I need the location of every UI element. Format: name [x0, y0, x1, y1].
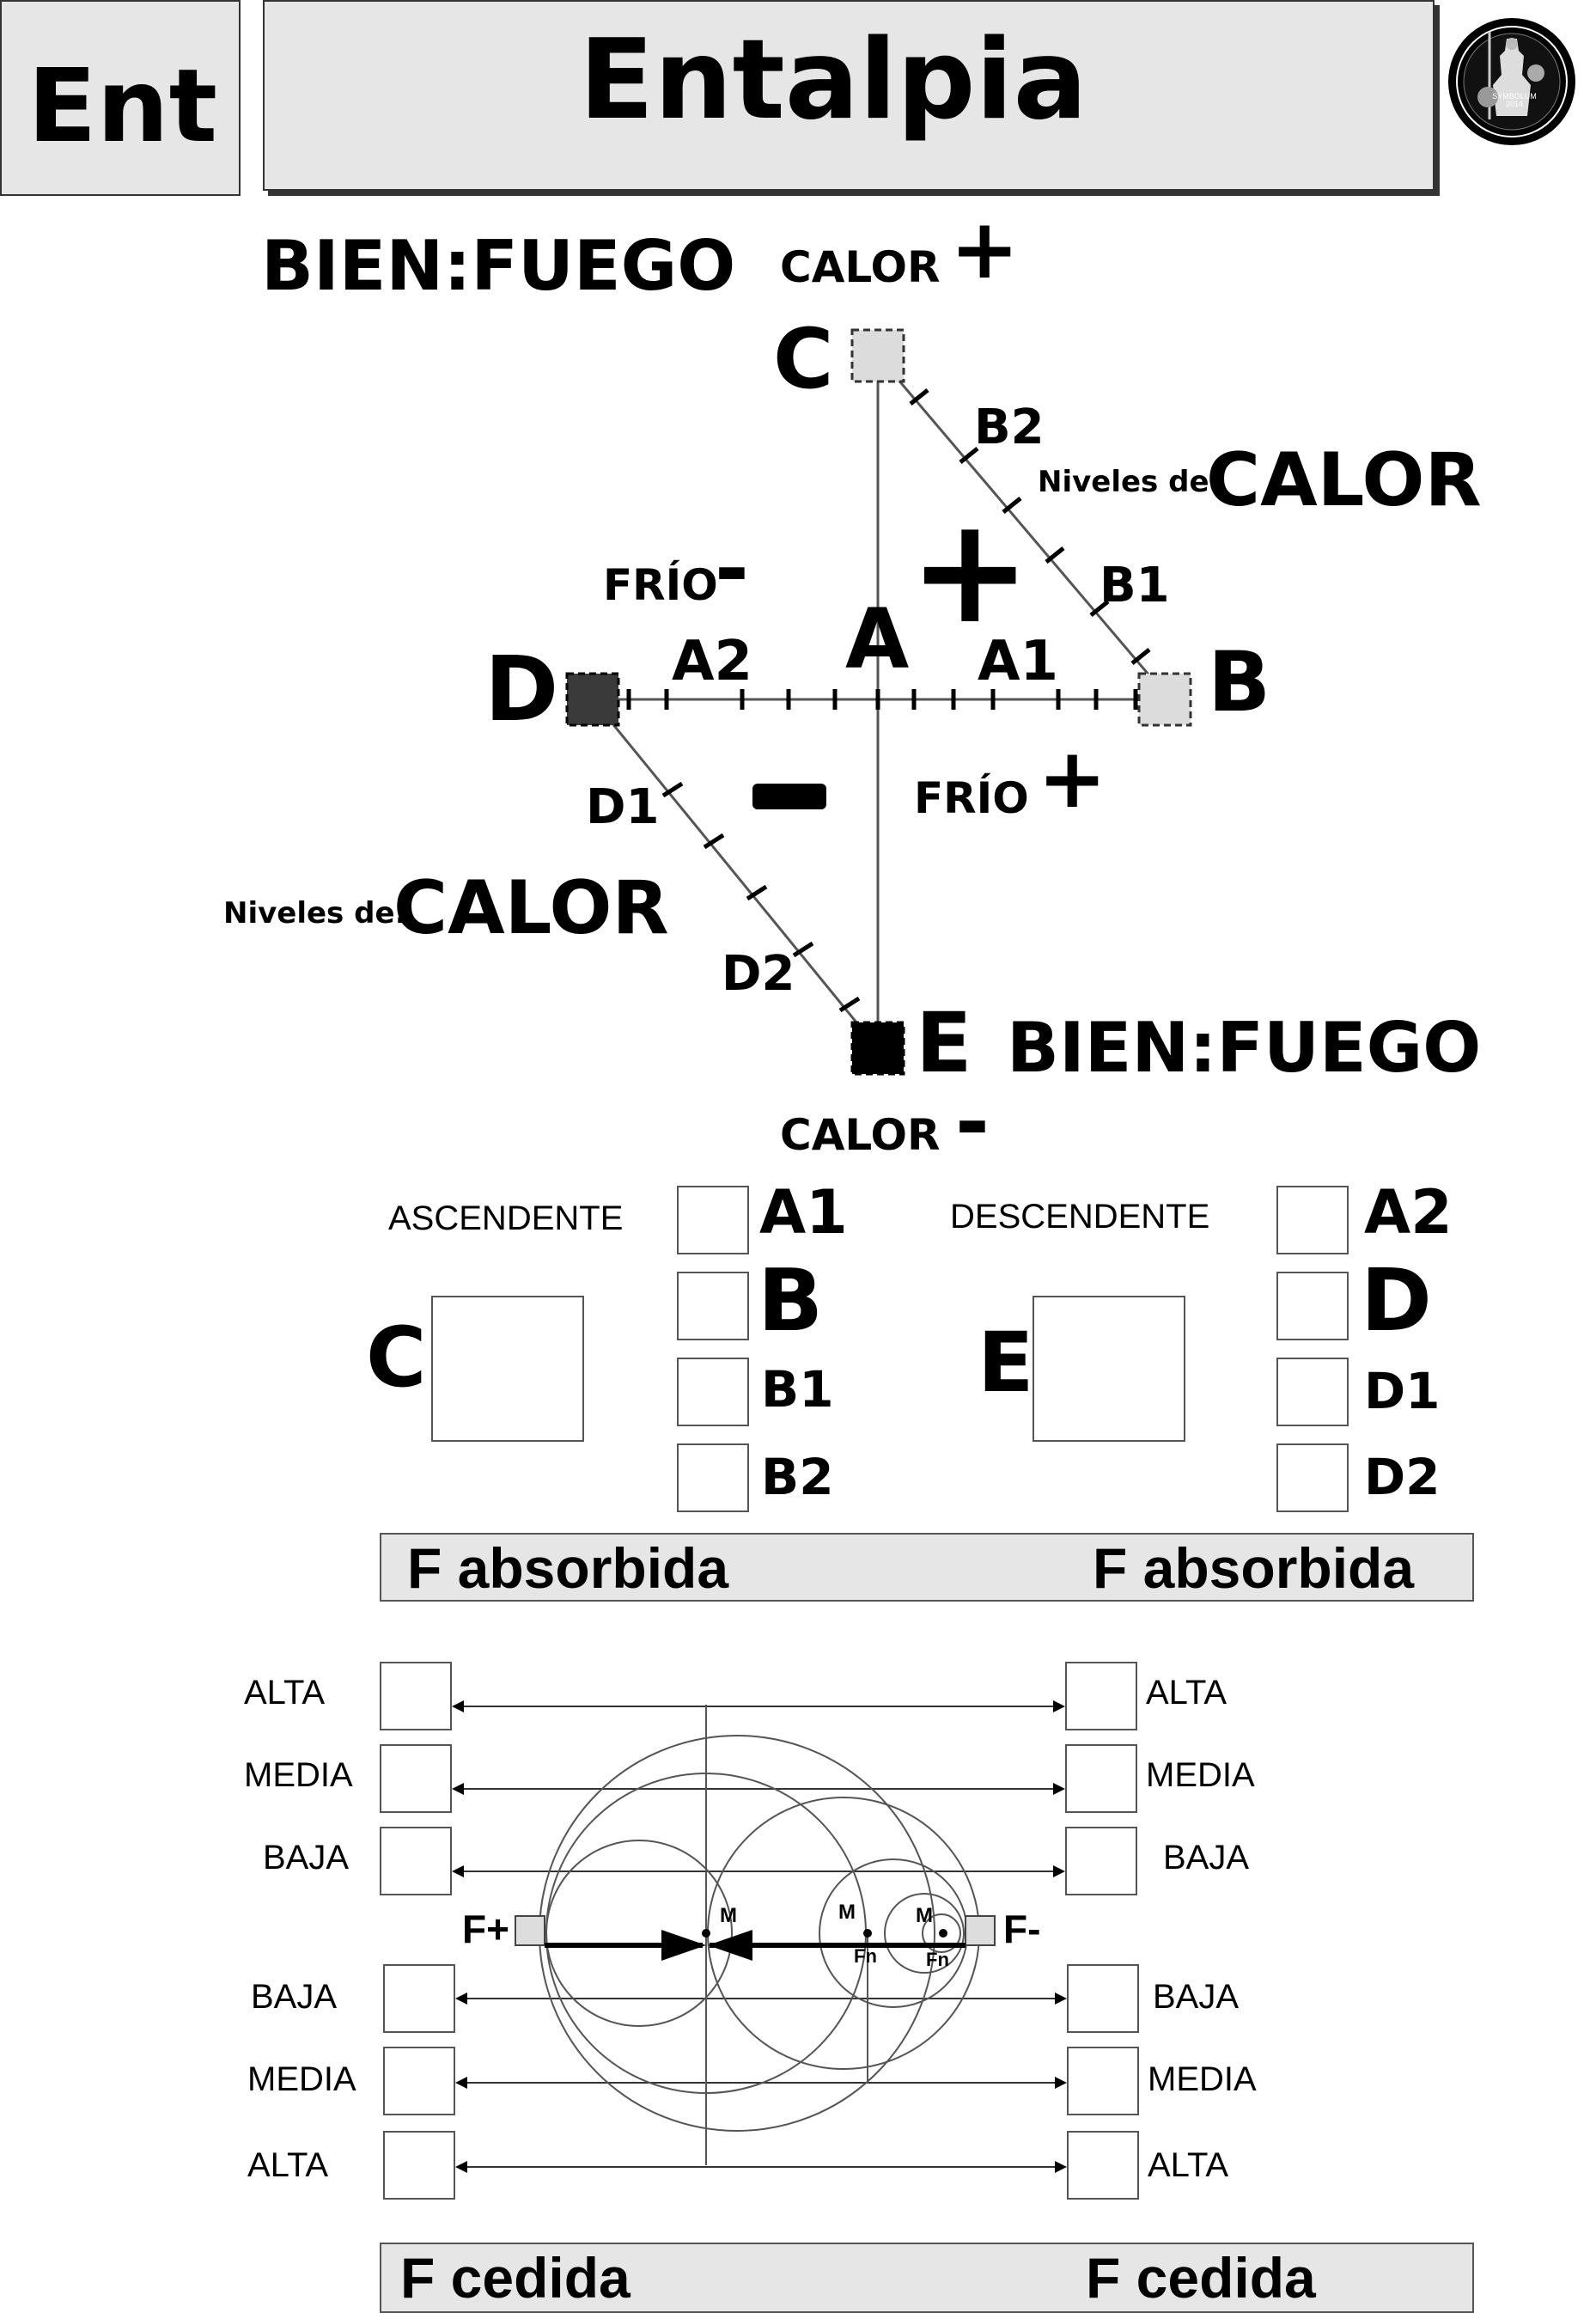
title-box: Entalpia [263, 0, 1435, 191]
bien-fuego-bottom: BIEN:FUEGO [1007, 1008, 1482, 1088]
option-checkbox-a1[interactable] [677, 1186, 749, 1254]
niveles-left-prefix: Niveles de: [223, 896, 407, 931]
level-lower-right-baja-box[interactable] [1067, 1964, 1139, 2033]
level-upper-left-baja: BAJA [263, 1839, 350, 1877]
level-upper-right-media: MEDIA [1146, 1756, 1255, 1794]
level-lower-left-alta-box[interactable] [383, 2131, 455, 2200]
bien-fuego-top: BIEN:FUEGO [261, 226, 736, 306]
level-lower-right-alta-box[interactable] [1067, 2131, 1139, 2200]
level-upper-left-media-box[interactable] [380, 1744, 452, 1813]
level-upper-right-baja: BAJA [1163, 1839, 1250, 1877]
level-lower-left-media-box[interactable] [383, 2047, 455, 2115]
center-plus-sign: + [909, 486, 1032, 656]
fn-label-2: Fn [926, 1949, 949, 1970]
vertex-label-d: D [484, 637, 559, 742]
level-lower-left-alta: ALTA [247, 2146, 329, 2184]
level-upper-left-alta-box[interactable] [380, 1662, 452, 1730]
m-label-1: M [720, 1904, 737, 1927]
level-lower-right-alta: ALTA [1148, 2146, 1229, 2184]
option-label-a1: A1 [759, 1177, 848, 1248]
right-big-label: E [978, 1315, 1034, 1411]
option-checkbox-b1[interactable] [677, 1358, 749, 1426]
level-upper-right-alta: ALTA [1146, 1674, 1227, 1712]
page-code: Ent [27, 46, 218, 165]
vertex-label-e: E [916, 995, 972, 1091]
segment-label-b2: B2 [974, 400, 1045, 455]
f-plus-label: F+ [462, 1907, 509, 1951]
m-label-2: M [838, 1901, 856, 1924]
option-label-b2: B2 [761, 1448, 834, 1506]
frio-minus-label: FRÍO [603, 560, 718, 610]
calor-top-sign: + [950, 201, 1020, 297]
level-upper-right-alta-box[interactable] [1065, 1662, 1137, 1730]
option-label-d2: D2 [1364, 1448, 1441, 1506]
seal-text: SYMBOLUM 2014 [1492, 92, 1537, 108]
level-upper-right-baja-box[interactable] [1065, 1827, 1137, 1895]
calor-bottom-label: CALOR [780, 1110, 941, 1160]
absorbida-bar: F absorbida F absorbida [380, 1533, 1474, 1602]
vertex-box-c [850, 328, 905, 383]
level-lower-left-media: MEDIA [247, 2060, 356, 2098]
frio-minus-sign: - [715, 521, 749, 617]
segment-label-d1: D1 [586, 779, 660, 835]
vertex-box-e [850, 1021, 905, 1076]
level-upper-left-media: MEDIA [244, 1756, 353, 1794]
ascendente-label: ASCENDENTE [388, 1199, 624, 1237]
level-lower-left-baja-box[interactable] [383, 1964, 455, 2033]
frio-plus-label: FRÍO [914, 773, 1029, 823]
option-checkbox-b[interactable] [677, 1272, 749, 1340]
option-label-b: B [758, 1250, 824, 1351]
center-minus-bar [752, 784, 826, 809]
option-label-b1: B1 [761, 1360, 834, 1419]
circles [539, 1735, 980, 2132]
right-big-checkbox[interactable] [1033, 1296, 1185, 1442]
level-upper-left-baja-box[interactable] [380, 1827, 452, 1895]
level-lower-left-baja: BAJA [251, 1978, 338, 2016]
option-checkbox-b2[interactable] [677, 1443, 749, 1512]
segment-label-b1: B1 [1100, 558, 1170, 613]
calor-bottom-sign: - [955, 1074, 990, 1170]
option-checkbox-d1[interactable] [1276, 1358, 1349, 1426]
niveles-right-prefix: Niveles de: [1038, 465, 1221, 499]
descendente-label: DESCENDENTE [950, 1198, 1210, 1236]
vertex-label-b: B [1208, 634, 1271, 730]
level-lower-right-media: MEDIA [1148, 2060, 1257, 2098]
cedida-left: F cedida [400, 2246, 630, 2310]
option-checkbox-d[interactable] [1276, 1272, 1349, 1340]
arrow-head-c [871, 351, 885, 368]
vertex-box-b [1137, 672, 1192, 727]
left-big-checkbox[interactable] [431, 1296, 584, 1442]
niveles-right-word: CALOR [1206, 437, 1482, 523]
option-label-a2: A2 [1364, 1177, 1453, 1248]
segment-label-d2: D2 [722, 946, 795, 1002]
m-label-3: M [916, 1904, 933, 1927]
fn-label-1: Fn [854, 1945, 877, 1967]
level-upper-left-alta: ALTA [244, 1674, 326, 1712]
level-lower-right-media-box[interactable] [1067, 2047, 1139, 2115]
option-label-d1: D1 [1364, 1362, 1441, 1420]
code-box: Ent [0, 0, 241, 196]
absorbida-right: F absorbida [1093, 1536, 1415, 1600]
level-upper-right-media-box[interactable] [1065, 1744, 1137, 1813]
cedida-bar: F cedida F cedida [380, 2243, 1474, 2313]
segment-label-a2: A2 [672, 630, 753, 693]
segment-label-a1: A1 [978, 630, 1059, 693]
option-checkbox-d2[interactable] [1276, 1443, 1349, 1512]
level-lower-right-baja: BAJA [1153, 1978, 1240, 2016]
vertex-label-a: A [845, 591, 910, 687]
vertex-box-d [565, 672, 620, 727]
f-minus-label: F- [1003, 1907, 1041, 1951]
seal-emblem [1448, 18, 1575, 145]
frio-plus-sign: + [1038, 730, 1107, 827]
page-title: Entalpia [579, 16, 1087, 144]
niveles-left-word: CALOR [393, 865, 669, 951]
calor-top-label: CALOR [780, 242, 941, 292]
level-arrows [452, 1700, 1067, 2173]
absorbida-left: F absorbida [407, 1536, 729, 1600]
option-checkbox-a2[interactable] [1276, 1186, 1349, 1254]
cedida-right: F cedida [1086, 2246, 1316, 2310]
option-label-d: D [1361, 1250, 1433, 1351]
left-big-label: C [366, 1309, 427, 1406]
vertex-label-c: C [773, 311, 834, 407]
